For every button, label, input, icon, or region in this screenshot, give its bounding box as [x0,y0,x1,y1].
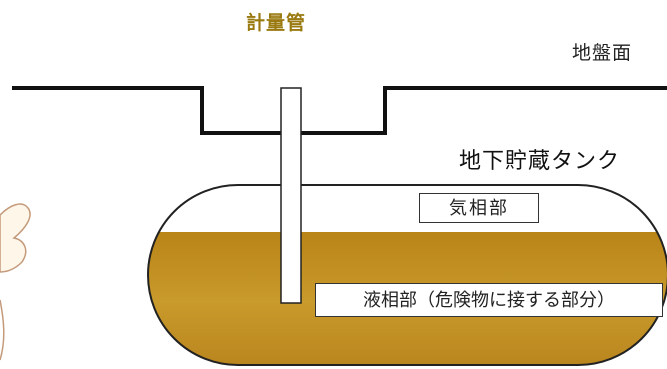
tank-label: 地下貯蔵タンク [459,149,621,174]
gauge-pipe-label: 計量管 [246,12,307,34]
hand-illustration [0,203,31,361]
gas-phase-label: 気相部 [419,193,539,223]
liquid-phase-label: 液相部（危険物に接する部分） [315,283,663,317]
gauge-pipe [280,87,302,304]
ground-surface-line [12,86,667,135]
ground-surface-label: 地盤面 [572,42,633,64]
tank-outline [147,184,667,366]
